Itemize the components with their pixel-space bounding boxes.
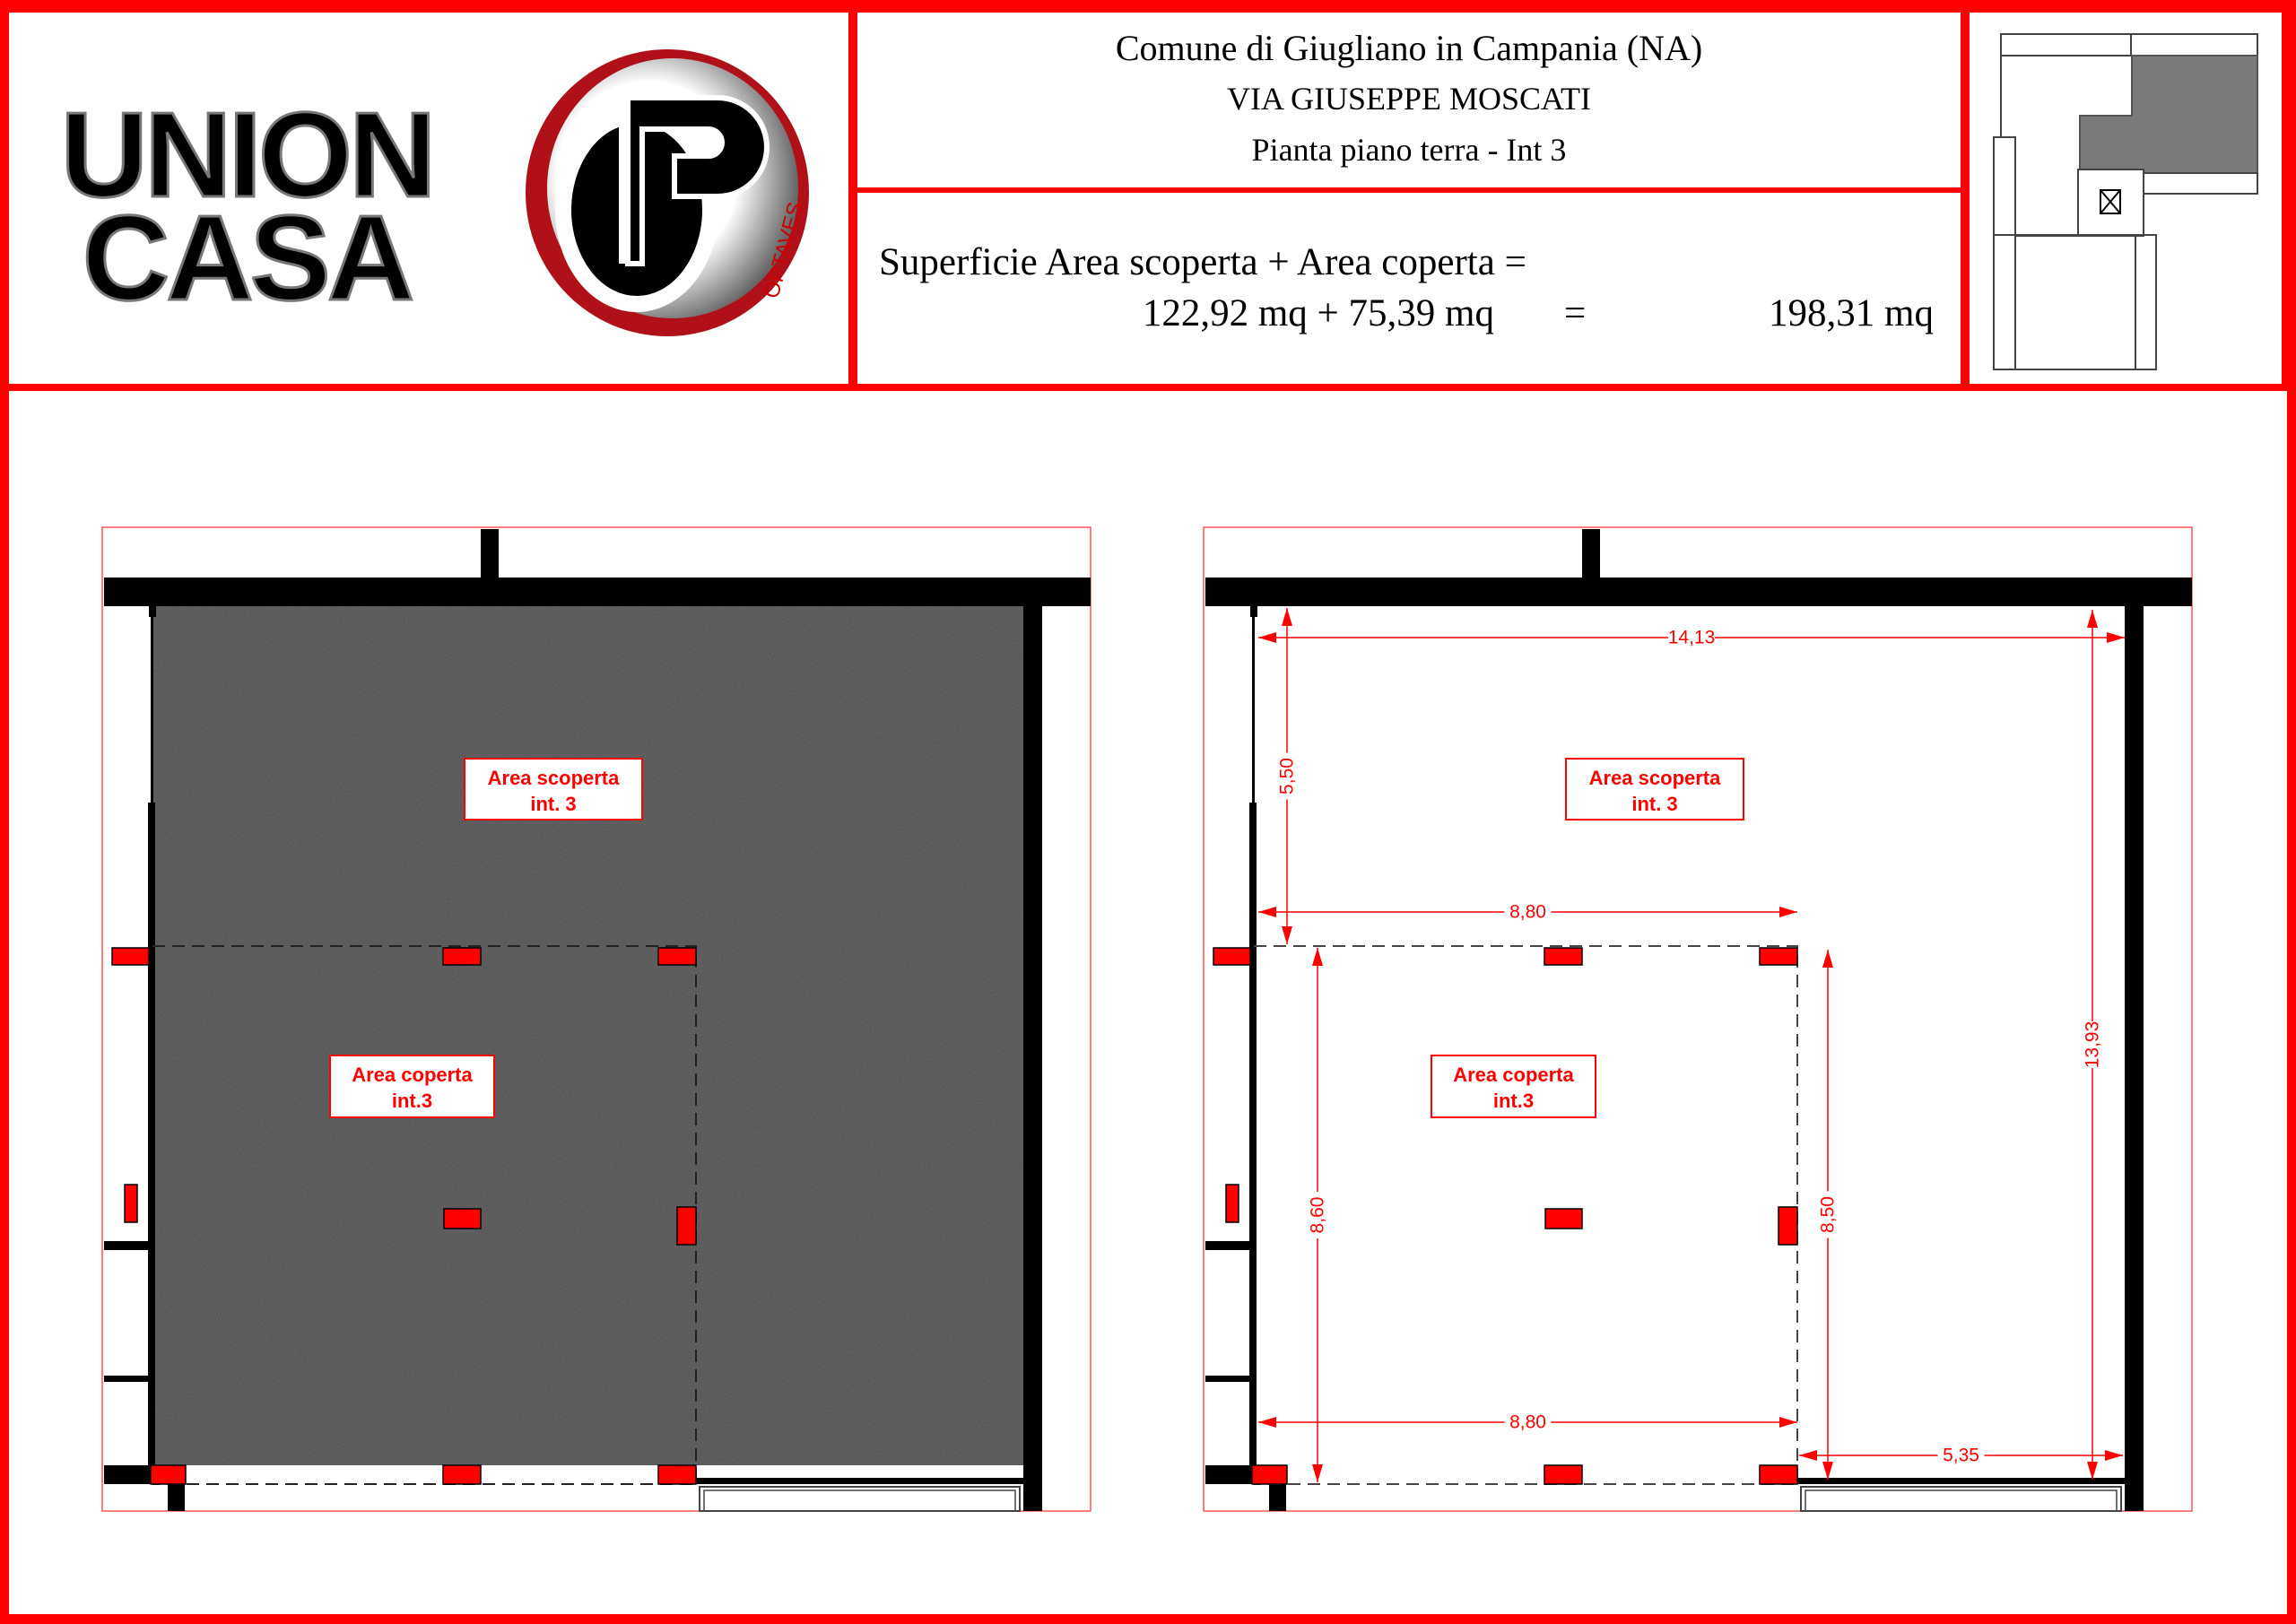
dim-side-width-bg [1937,1446,1985,1464]
logo-text-union: UNION [61,87,433,222]
dim-total-width-bg [1668,629,1715,647]
wall-right [2125,606,2144,1511]
wall-top [104,578,1091,606]
column [1778,1206,1798,1246]
municipality-title: Comune di Giugliano in Campania (NA) [1115,28,1703,68]
column [1544,947,1583,966]
uncovered-area-label-box [1565,758,1744,821]
column [1544,1208,1583,1229]
wall-left [148,803,155,1484]
covered-area-label-box [329,1055,495,1118]
uncovered-area-label-unit: int. 3 [530,793,576,815]
wall-left-cap [149,606,156,617]
wall-stub-top [481,529,499,578]
logos: UNION CASA OPTAVES [59,49,809,336]
title-block: Comune di Giugliano in Campania (NA) VIA… [852,7,1966,193]
street-name: VIA GIUSEPPE MOSCATI [1226,81,1592,117]
dim-side-width-value: 5,35 [1943,1446,1979,1466]
column [150,1464,187,1485]
wall-left-cap [1250,606,1257,617]
wall-bottom-left [1205,1465,1256,1484]
wall-stub-top [1582,529,1600,578]
wall-left [1249,803,1257,1484]
covered-area-label-unit: int.3 [1493,1090,1534,1112]
optaves-logo: OPTAVES [526,49,809,336]
column [442,1464,482,1485]
wall-stub-bottom [1269,1484,1286,1511]
pavement-fill [152,603,1023,1465]
dim-covered-depth-right-bg [1819,1191,1837,1238]
column [124,1184,138,1223]
covered-area-label-title: Area coperta [352,1064,473,1086]
uncovered-area-label-title: Area scoperta [1589,767,1722,789]
area-total: 198,31 mq [1769,292,1934,334]
key-plan [1993,33,2258,370]
column [676,1206,697,1246]
wall-partition [1205,1376,1253,1382]
floor-plan-pavement-view: Area scoperta int. 3 Area coperta int.3 [101,526,1091,1512]
wall-partition [104,1241,152,1250]
key-plan-lower-unit [1993,234,2157,370]
wall-bottom-right [696,1478,1023,1484]
wall-left-thin [1252,606,1255,803]
balcony-inner [1805,1489,2118,1512]
area-equals: = [1564,292,1587,334]
plan-boundary [1203,526,2193,1512]
dim-uncovered-depth-value: 5,50 [1277,758,1298,795]
dim-covered-width-top-bg [1504,903,1552,921]
column [1759,1464,1798,1485]
column [1213,947,1251,966]
wall-stub-bottom [168,1484,185,1511]
column [657,947,697,966]
dim-covered-depth-left-bg [1309,1192,1326,1238]
uncovered-area-label-unit: int. 3 [1631,793,1677,815]
wall-right [1023,606,1042,1511]
balcony-inner [703,1489,1016,1512]
uncovered-area-label-title: Area scoperta [488,767,621,789]
wall-partition [1205,1241,1253,1250]
plan-subtitle: Pianta piano terra - Int 3 [1251,132,1567,168]
column [1544,1464,1583,1485]
area-values: 122,92 mq + 75,39 mq [1142,292,1494,334]
wall-bottom-right [1797,1478,2125,1484]
column [442,947,482,966]
wall-partition [104,1376,152,1382]
logo-text-casa: CASA [83,190,412,326]
covered-area-label-unit: int.3 [392,1090,432,1112]
dim-covered-width-bottom-bg [1504,1413,1552,1431]
dim-total-width-value: 14,13 [1668,628,1716,648]
wall-left-thin [151,606,153,803]
dim-uncovered-depth-bg [1278,752,1296,800]
column [1251,1464,1288,1485]
floor-plan-dimensioned-view: Area scoperta int. 3 Area coperta int.3 14,1… [1203,526,2193,1512]
dim-covered-depth-left-value: 8,60 [1308,1197,1328,1234]
dim-covered-width-top-value: 8,80 [1509,902,1546,923]
area-summary: Superficie Area scoperta + Area coperta … [852,187,1966,389]
column [1759,947,1798,966]
dim-total-depth-value: 13,93 [2083,1021,2103,1069]
dim-total-depth-bg [2083,1021,2101,1068]
area-formula-label: Superficie Area scoperta + Area coperta … [879,241,1526,283]
wall-top [1205,578,2192,606]
column [443,1208,482,1229]
uncovered-area-label-box [464,758,643,821]
dim-covered-depth-right-value: 8,50 [1818,1196,1839,1233]
covered-area-label-title: Area coperta [1453,1064,1574,1086]
column [111,947,150,966]
plan-boundary [101,526,1091,1512]
wall-bottom-left [104,1465,154,1484]
column [1225,1184,1239,1223]
union-casa-logo: UNION CASA [59,86,438,327]
covered-area-label-box [1431,1055,1596,1118]
dim-covered-width-bottom-value: 8,80 [1509,1412,1546,1433]
column [657,1464,697,1485]
covered-area-boundary [1254,945,1798,1485]
key-plan-cell [1964,7,2287,389]
